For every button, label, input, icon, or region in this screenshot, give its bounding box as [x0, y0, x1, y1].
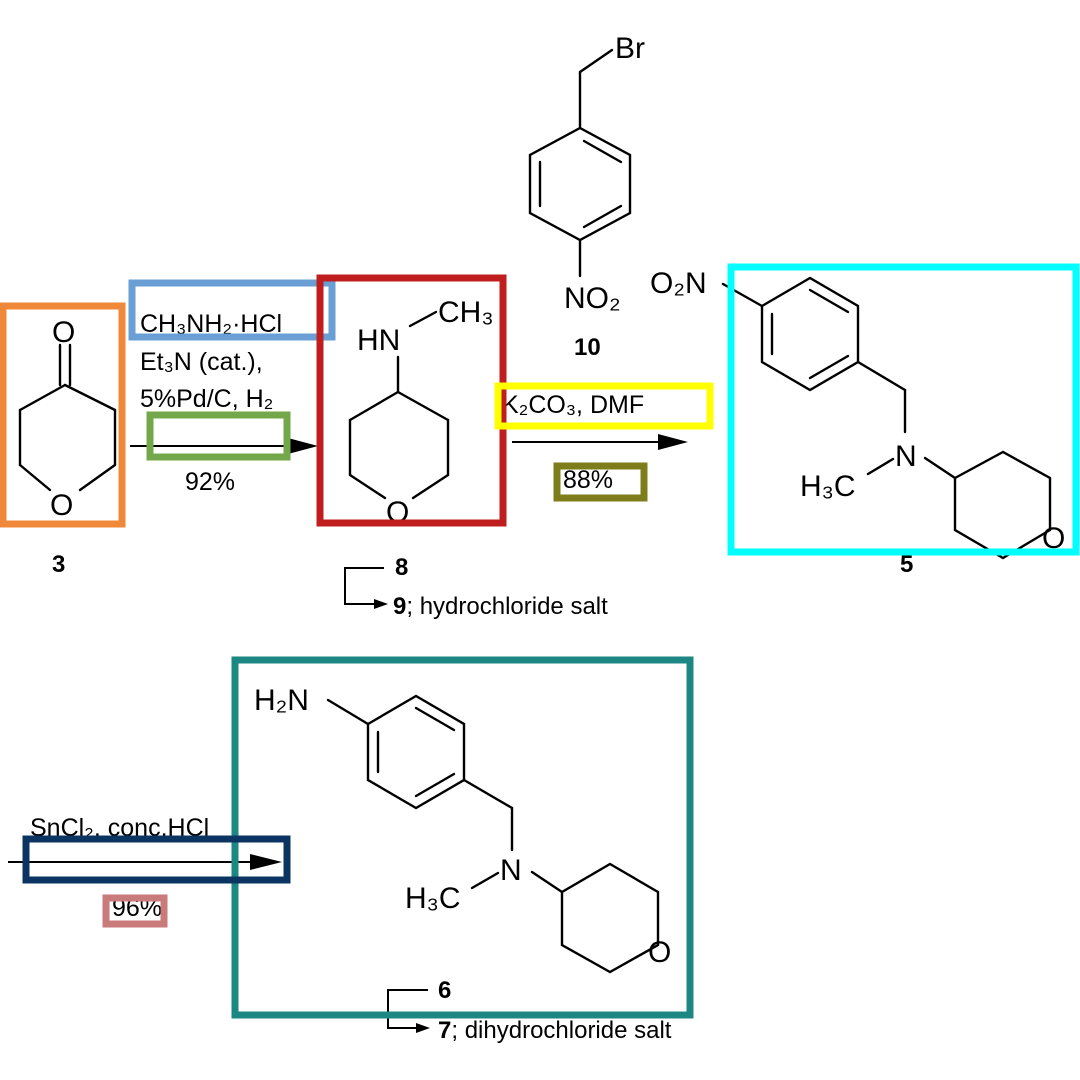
- step1-yield: 92%: [185, 468, 235, 496]
- compound-6-structure: H₂N N H₃C O: [254, 684, 671, 974]
- compound-6-label: 6: [438, 977, 451, 1004]
- step1-reagent-line1: CH₃NH₂·HCl: [140, 310, 282, 338]
- compound-7-note: ; dihydrochloride salt: [451, 1017, 671, 1044]
- compound-9-label: 9: [393, 593, 406, 620]
- highlight-compound-5: [727, 263, 1080, 556]
- ring-oxygen-label: O: [50, 489, 73, 522]
- highlight-methylamine-reagent: [128, 279, 336, 341]
- compound-7-caption: 7; dihydrochloride salt: [438, 1017, 672, 1044]
- highlight-step2-yield: [553, 462, 648, 502]
- compound-3-structure: O O: [18, 316, 117, 522]
- hn-label: HN: [357, 324, 400, 357]
- compound-5-structure: O₂N N H₃C O: [650, 267, 1065, 560]
- n-methyl-label: CH₃: [438, 296, 494, 329]
- compound-5-label: 5: [900, 551, 913, 578]
- step2-reagents: K₂CO₃, DMF 88%: [502, 391, 688, 494]
- highlight-k2co3-reagent: [494, 382, 714, 430]
- highlight-compound-8: [316, 274, 507, 527]
- compound-8-label: 8: [395, 554, 408, 581]
- compound-8-structure: HN CH₃ O: [348, 296, 494, 529]
- step2-reagent-line1: K₂CO₃, DMF: [502, 391, 644, 419]
- nitro-group-label: O₂N: [650, 267, 707, 300]
- compound-8-9-labels: 8 9; hydrochloride salt: [344, 554, 608, 620]
- compound-3-label: 3: [52, 551, 65, 578]
- highlight-compound-3: [0, 302, 126, 528]
- compound-10-label: 10: [574, 334, 601, 361]
- ring-oxygen-label: O: [648, 936, 671, 969]
- step1-reagents: CH₃NH₂·HCl Et₃N (cat.), 5%Pd/C, H₂ 92%: [130, 310, 318, 496]
- compound-9-note: ; hydrochloride salt: [406, 593, 608, 620]
- highlight-step1-arrow: [146, 411, 291, 461]
- highlight-step3-yield: [102, 894, 168, 928]
- compound-6-7-labels: 6 7; dihydrochloride salt: [387, 977, 672, 1044]
- ring-oxygen-label: O: [1042, 522, 1065, 555]
- aniline-amine-label: H₂N: [254, 684, 309, 717]
- step1-reagent-line3: 5%Pd/C, H₂: [140, 385, 273, 413]
- step3-reagents: SnCl₂, conc.HCl 96%: [8, 814, 282, 922]
- compound-7-label: 7: [438, 1017, 451, 1044]
- highlight-step3-arrow: [22, 835, 291, 884]
- bromine-label: Br: [615, 32, 645, 65]
- compound-9-caption: 9; hydrochloride salt: [393, 593, 608, 620]
- carbonyl-oxygen-label: O: [52, 316, 75, 349]
- n-methyl-label: H₃C: [405, 882, 461, 915]
- step1-reagent-line2: Et₃N (cat.),: [140, 348, 263, 376]
- amine-nitrogen-label: N: [895, 440, 917, 473]
- step2-yield: 88%: [563, 466, 613, 494]
- n-methyl-label: H₃C: [800, 470, 856, 503]
- nitro-group-label: NO₂: [564, 282, 621, 315]
- compound-10-structure: Br NO₂ 10: [528, 32, 645, 361]
- amine-nitrogen-label: N: [500, 854, 522, 887]
